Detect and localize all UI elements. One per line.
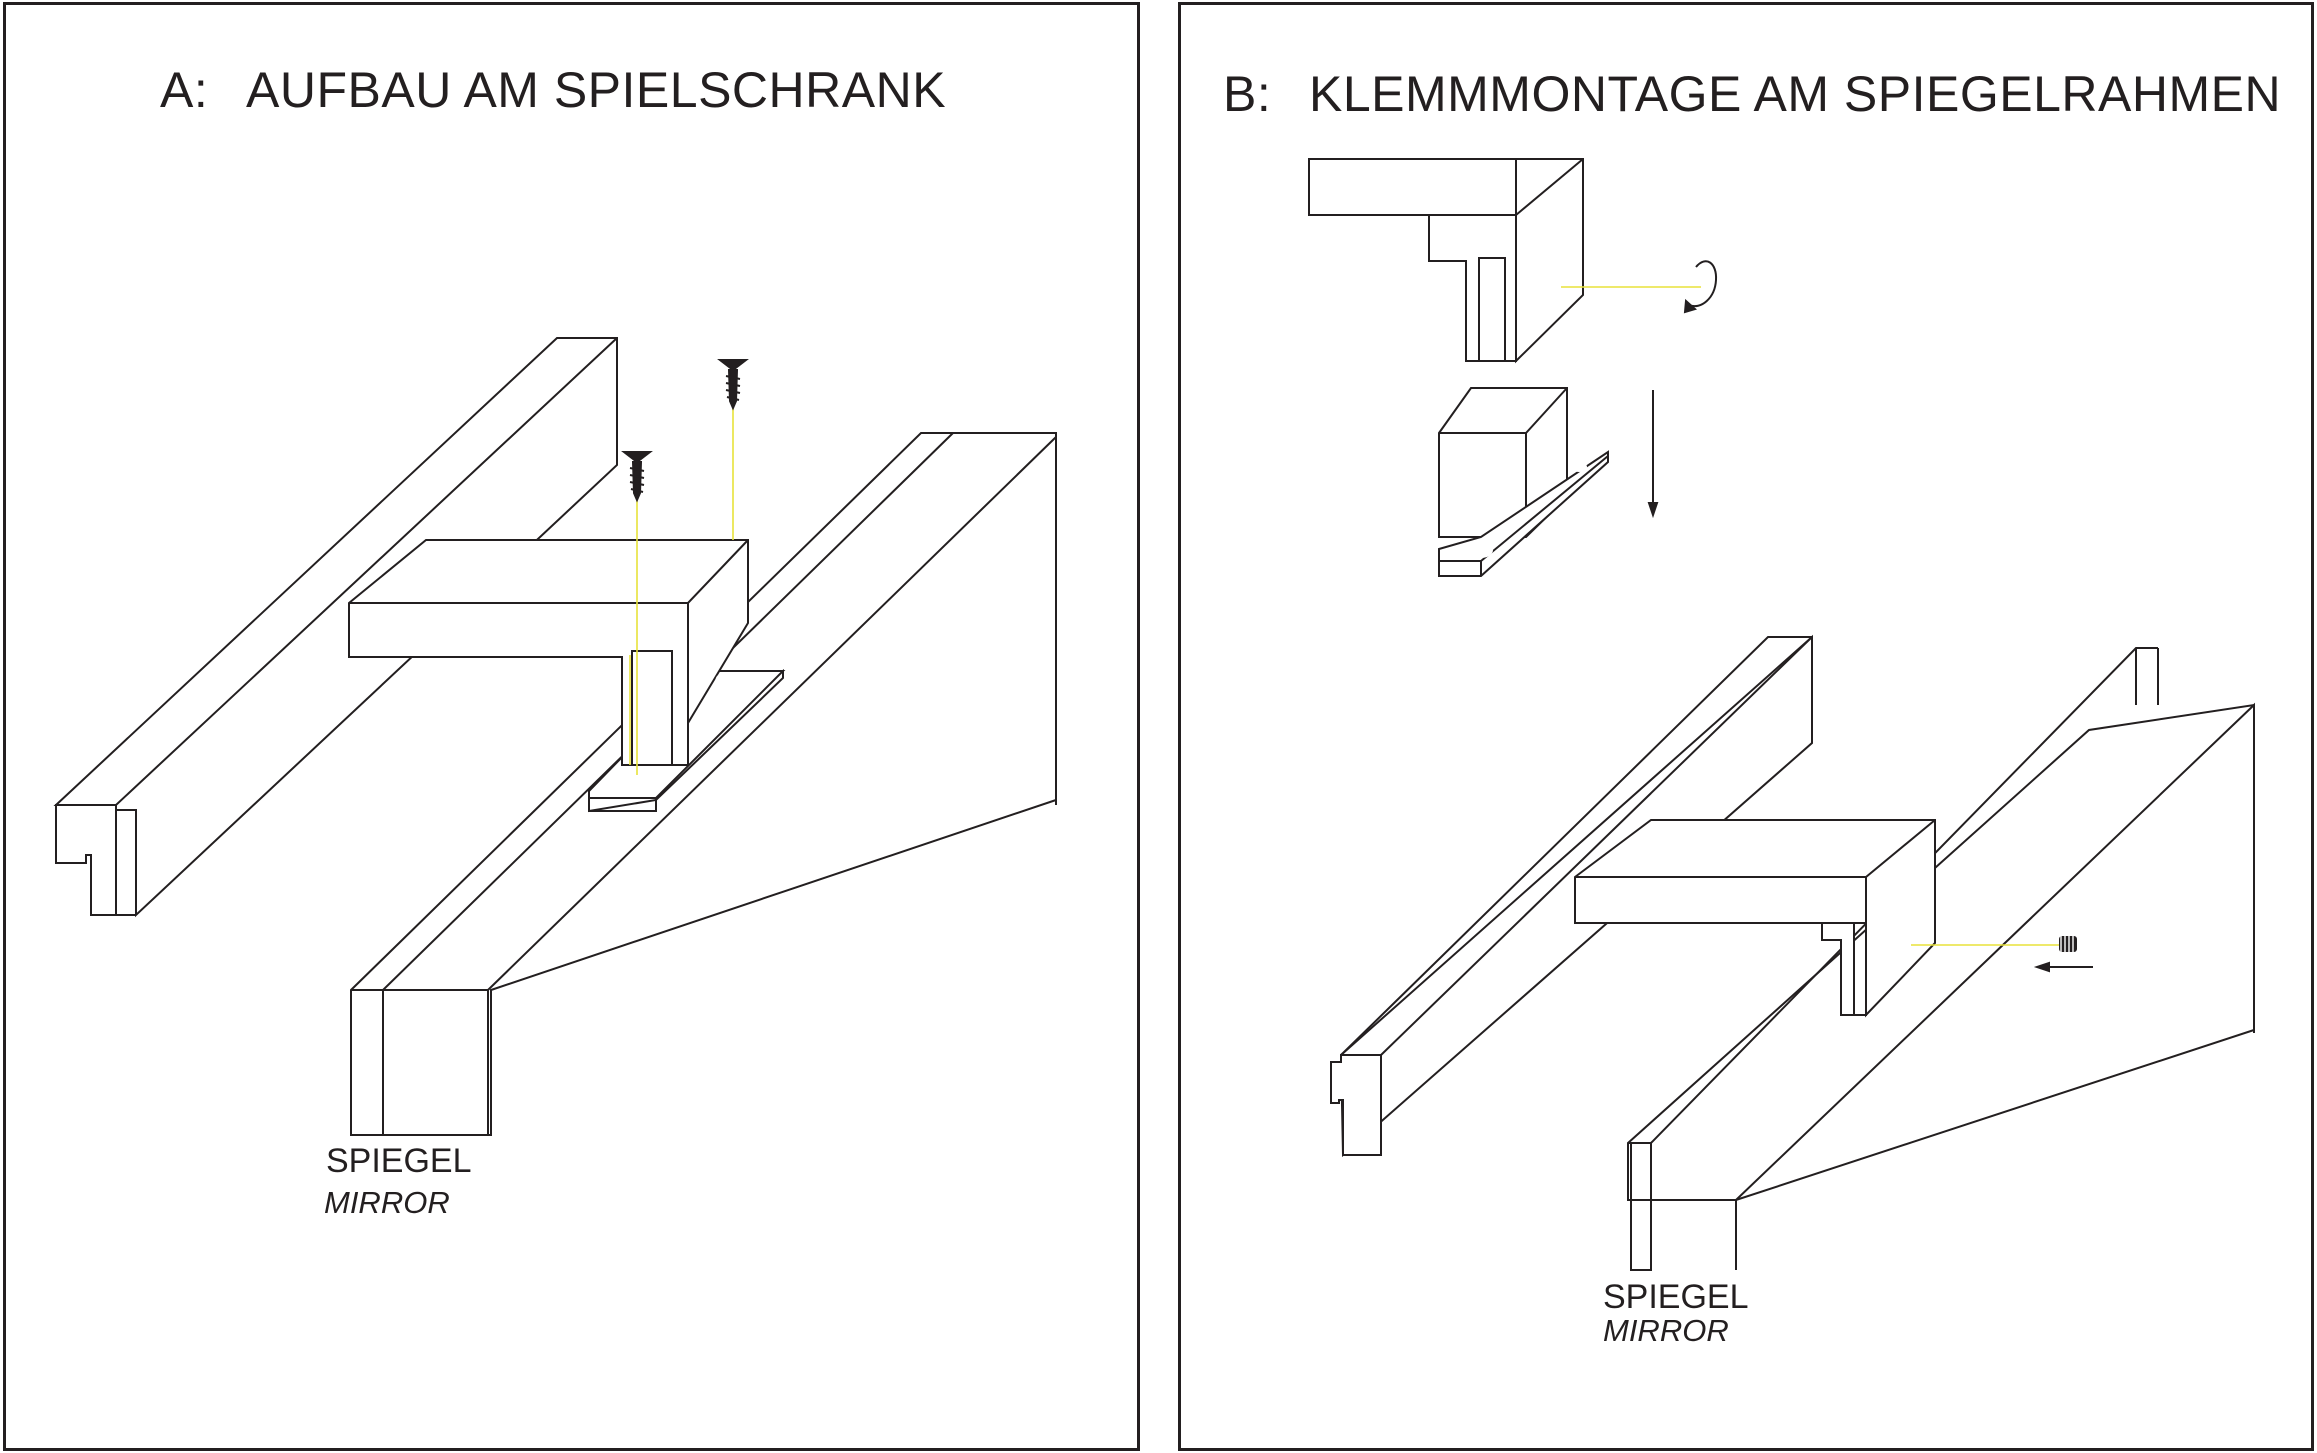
panel-a-mirror xyxy=(350,432,1057,1136)
panel-a-letter: A: xyxy=(160,62,209,118)
panel-a: A: AUFBAU AM SPIELSCHRANK xyxy=(3,2,1140,1451)
panel-b-bracket-exploded xyxy=(1308,158,1718,364)
panel-b-mirror-label-en: MIRROR xyxy=(1603,1313,1729,1348)
panel-a-mirror-label: SPIEGEL xyxy=(326,1142,472,1180)
panel-b-title: B: KLEMMMONTAGE AM SPIEGELRAHMEN xyxy=(1223,65,2281,123)
panel-a-rail xyxy=(53,337,618,918)
panel-b-mirror-label: SPIEGEL xyxy=(1603,1278,1749,1316)
panel-b-base-plate-exploded xyxy=(1438,387,1659,577)
panel-a-drawing xyxy=(53,337,1057,1136)
panel-a-title: A: AUFBAU AM SPIELSCHRANK xyxy=(160,61,946,119)
panel-a-mirror-label-en: MIRROR xyxy=(324,1185,450,1220)
screw-icon xyxy=(717,359,749,411)
screw-icon xyxy=(621,451,653,503)
panel-b-title-text: KLEMMMONTAGE AM SPIEGELRAHMEN xyxy=(1309,66,2282,122)
grub-screw-icon xyxy=(2059,936,2077,952)
panel-b: B: KLEMMMONTAGE AM SPIEGELRAHMEN xyxy=(1178,2,2314,1451)
panel-b-drawing xyxy=(1308,158,2255,1271)
panel-a-title-text: AUFBAU AM SPIELSCHRANK xyxy=(246,62,947,118)
panel-b-letter: B: xyxy=(1223,66,1272,122)
panel-a-screws xyxy=(621,359,749,775)
panel-b-clamp-bracket xyxy=(1574,819,2093,1018)
panel-a-clamp-bracket xyxy=(348,539,749,766)
